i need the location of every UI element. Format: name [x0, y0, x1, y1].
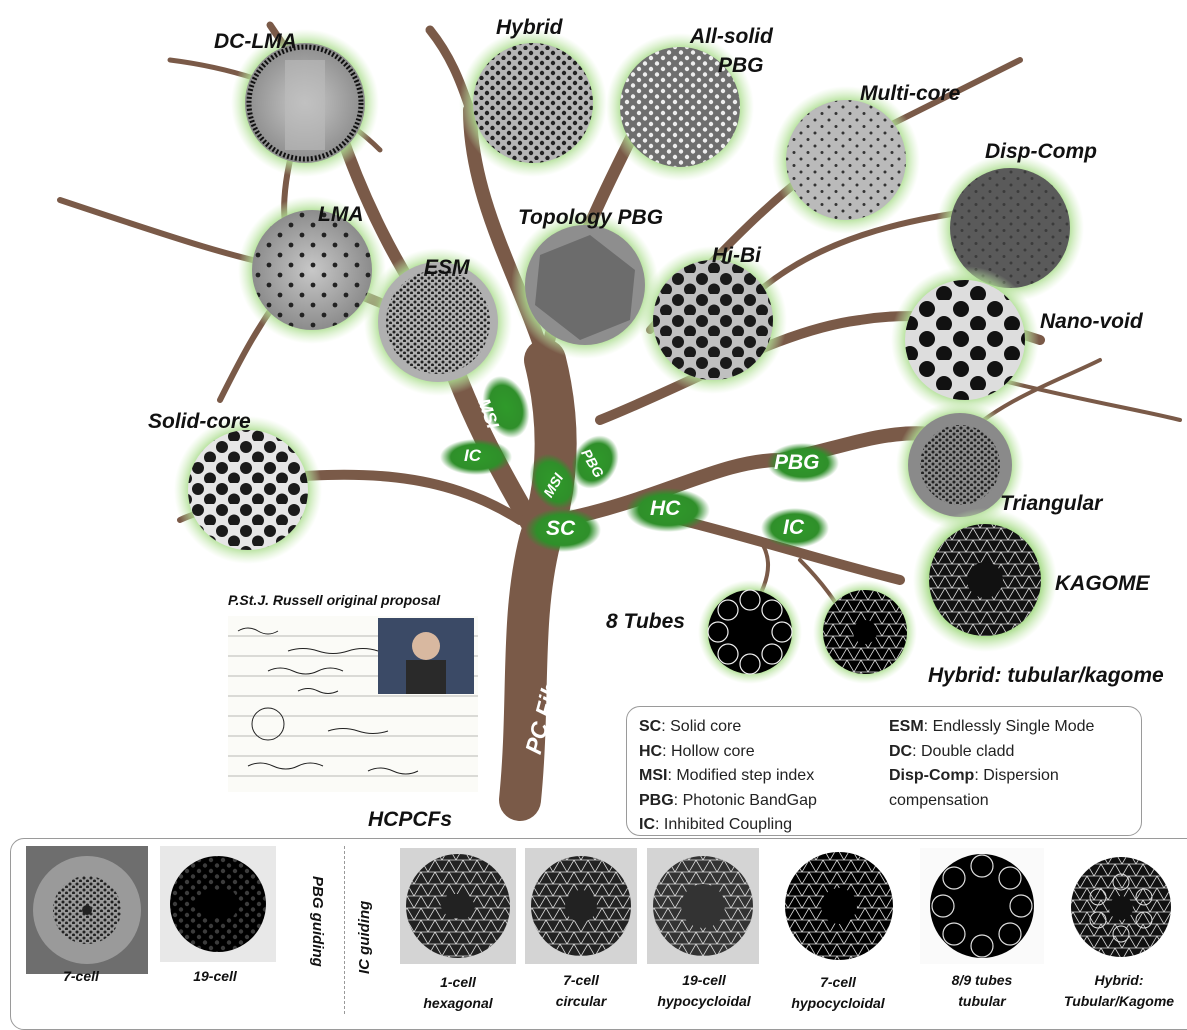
node-label-kagome: KAGOME	[1055, 572, 1150, 595]
caption-7-cell: 7-cell	[63, 968, 99, 984]
legend-sc: SC: Solid core	[639, 718, 742, 735]
legend-disp-comp-cont: compensation	[889, 791, 989, 809]
node-label-all-solid-pbg-line1: All-solid	[690, 25, 773, 48]
node-label-multi-core: Multi-core	[860, 82, 961, 105]
guiding-divider	[344, 846, 345, 1014]
caption-19-cell: 19-cell	[193, 968, 237, 984]
legend-hc: HC: Hollow core	[639, 742, 755, 760]
node-label-esm: ESM	[424, 256, 470, 279]
node-label-all-solid-pbg-line2: PBG	[718, 54, 764, 77]
node-label-hi-bi: Hi-Bi	[712, 244, 761, 267]
thumb-1-cell-hexagonal	[400, 848, 516, 964]
legend-dc: DC: Double cladd	[889, 742, 1015, 760]
legend-pbg: PBG: Photonic BandGap	[639, 791, 817, 809]
handwritten-proposal-image	[228, 616, 478, 792]
node-label-solid-core: Solid-core	[148, 410, 251, 433]
ic-guiding-label: IC guiding	[356, 900, 373, 974]
node-label-lma: LMA	[318, 203, 364, 226]
caption-hybrid-tubular-kagome: Hybrid:Tubular/Kagome	[1063, 972, 1175, 1009]
node-label-dc-lma: DC-LMA	[214, 30, 297, 53]
legend-msi: MSI: Modified step index	[639, 767, 815, 784]
node-label-8-tubes: 8 Tubes	[606, 610, 685, 633]
thumb-7-cell-hypocycloidal	[774, 848, 904, 964]
pbg-guiding-label: PBG guiding	[309, 876, 326, 967]
node-label-triangular: Triangular	[1000, 492, 1103, 515]
thumb-7-cell	[26, 846, 148, 974]
thumb-7-cell-circular	[525, 848, 637, 964]
tag-hc: HC	[650, 497, 681, 520]
hcpcfs-title: HCPCFs	[368, 808, 453, 831]
thumb-8-9-tubes-tubular	[920, 848, 1044, 964]
thumb-19-cell	[160, 846, 276, 962]
thumb-hybrid-tubular-kagome	[1066, 852, 1176, 962]
node-label-hybrid-tubular-kagome: Hybrid: tubular/kagome	[928, 664, 1164, 687]
abbreviation-legend: SC: Solid core HC: Hollow core MSI: Modi…	[626, 706, 1142, 836]
tag-pbg-right: PBG	[774, 451, 820, 474]
legend-disp-comp: Disp-Comp: Dispersion	[889, 767, 1059, 784]
node-label-disp-comp: Disp-Comp	[985, 140, 1097, 163]
tag-ic-right: IC	[783, 516, 804, 539]
node-label-topology-pbg: Topology PBG	[518, 206, 664, 229]
thumb-19-cell-hypocycloidal	[647, 848, 759, 964]
legend-esm: ESM: Endlessly Single Mode	[889, 718, 1095, 735]
legend-ic: IC: Inhibited Coupling	[639, 816, 792, 833]
proposal-title: P.St.J. Russell original proposal	[228, 592, 441, 608]
node-label-hybrid: Hybrid	[496, 16, 563, 39]
node-label-nano-void: Nano-void	[1040, 310, 1143, 333]
tag-ic-left: IC	[464, 446, 481, 465]
tag-sc: SC	[546, 517, 576, 540]
